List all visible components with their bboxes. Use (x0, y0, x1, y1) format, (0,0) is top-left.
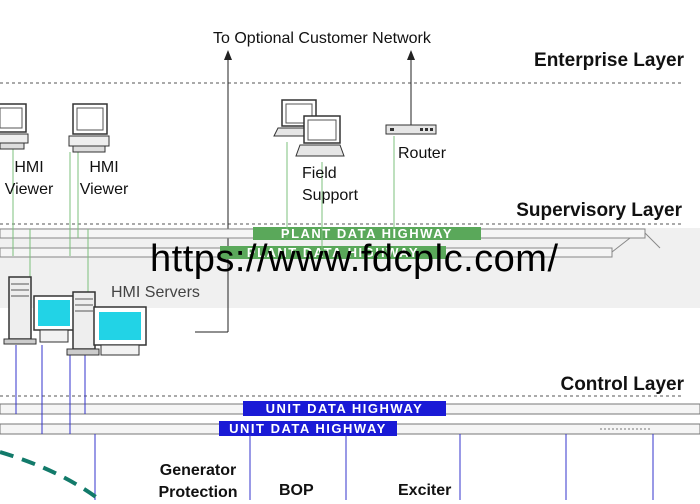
plant-highway-band-2 (220, 246, 446, 259)
hmi-viewer-1-label: HMI Viewer (4, 159, 54, 198)
exciter-label: Exciter (398, 482, 452, 499)
hmi-server-1-icon (3, 276, 75, 345)
field-support-laptop-icon (273, 99, 345, 157)
hmi-viewer-1-computer-icon (0, 103, 29, 150)
supervisory-layer-title: Supervisory Layer (516, 200, 682, 221)
unit-highway-band-1 (243, 401, 446, 416)
unit-highway-band-2 (219, 421, 397, 436)
control-layer-title: Control Layer (560, 374, 684, 395)
plant-highway-label-1: Plant Data Highway (280, 226, 454, 241)
customer-network-label: To Optional Customer Network (213, 30, 431, 47)
enterprise-layer-title: Enterprise Layer (534, 50, 684, 71)
generator-protection-label: Generator Protection (158, 462, 238, 501)
field-support-label: Field Support (302, 165, 359, 204)
up-arrow-1 (224, 50, 232, 60)
router-device-icon (385, 124, 437, 135)
router-label: Router (398, 145, 447, 162)
hmi-viewer-2-computer-icon (68, 103, 110, 153)
dashed-arc (0, 450, 102, 500)
bop-label: BOP (279, 482, 314, 499)
plant-highway-band-1 (253, 227, 481, 240)
supervisory-band (0, 228, 700, 308)
hmi-servers-label: HMI Servers (111, 284, 200, 301)
hmi-viewer-2-label: HMI Viewer (79, 159, 129, 198)
plant-highway-label-2: Plant Data Highway (246, 245, 420, 260)
up-arrow-2 (407, 50, 415, 60)
watermark-url: https://www.fdcplc.com/ (150, 238, 559, 280)
unit-highway-label-1: Unit Data Highway (265, 401, 424, 416)
unit-highway-label-2: Unit Data Highway (229, 421, 387, 436)
hmi-server-2-icon (66, 291, 147, 356)
